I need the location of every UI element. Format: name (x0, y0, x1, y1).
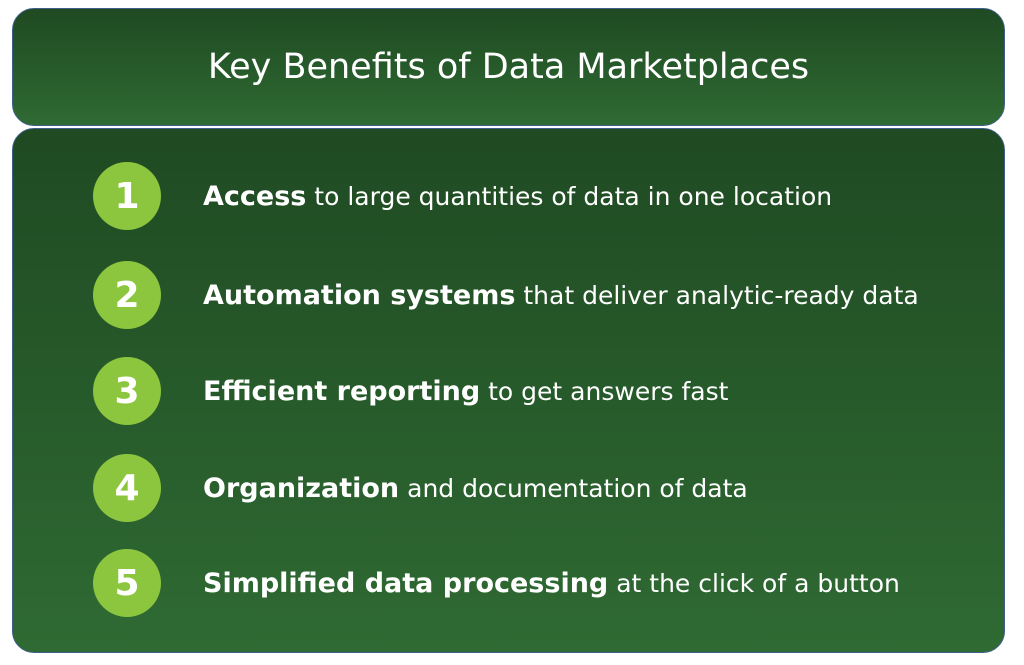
benefit-description: to get answers fast (480, 376, 729, 406)
benefit-item: 3 Efficient reporting to get answers fast (93, 357, 728, 425)
number-badge: 1 (93, 162, 161, 230)
benefit-item: 2 Automation systems that deliver analyti… (93, 261, 919, 329)
number-badge: 4 (93, 454, 161, 522)
title: Key Benefits of Data Marketplaces (207, 47, 810, 87)
benefit-keyword: Efficient reporting (203, 375, 481, 407)
number-badge: 5 (93, 549, 161, 617)
benefit-item: 1 Access to large quantities of data in o… (93, 162, 832, 230)
benefits-panel: 1 Access to large quantities of data in o… (12, 128, 1005, 653)
benefit-keyword: Simplified data processing (203, 567, 609, 599)
benefit-keyword: Automation systems (203, 279, 516, 311)
benefit-description: that deliver analytic-ready data (515, 280, 919, 310)
benefit-keyword: Access (203, 180, 307, 212)
benefit-description: at the click of a button (608, 568, 900, 598)
number-badge: 2 (93, 261, 161, 329)
title-banner: Key Benefits of Data Marketplaces (12, 8, 1005, 126)
benefit-item: 4 Organization and documentation of data (93, 454, 748, 522)
benefit-item: 5 Simplified data processing at the click… (93, 549, 900, 617)
benefit-keyword: Organization (203, 472, 400, 504)
benefit-description: and documentation of data (399, 473, 748, 503)
benefit-description: to large quantities of data in one locat… (306, 181, 833, 211)
number-badge: 3 (93, 357, 161, 425)
